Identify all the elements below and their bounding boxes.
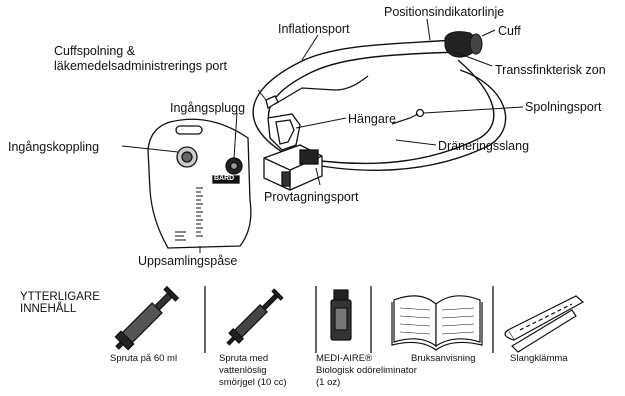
label-hangare: Hängare (348, 112, 396, 126)
label-cuffspolning-line2: läkemedelsadministrerings port (54, 59, 227, 73)
item-label-syringe-60ml: Spruta på 60 ml (110, 353, 177, 364)
additional-heading-line2: INNEHÅLL (20, 303, 76, 316)
label-provtagningsport: Provtagningsport (264, 190, 359, 204)
irrigation-port-shape (392, 110, 424, 125)
item-label-syringe-10cc-line2: vattenlöslig (219, 365, 267, 376)
syringe-60ml-shape (111, 286, 179, 354)
sampling-valve-block (264, 145, 322, 190)
instructions-book-shape (392, 296, 482, 350)
item-label-bruksanvisning: Bruksanvisning (411, 353, 475, 364)
label-cuff: Cuff (498, 24, 521, 38)
cuff-shape (445, 32, 482, 57)
bag-brand: BARD (214, 175, 234, 183)
label-ingangsplugg: Ingångsplugg (170, 101, 245, 115)
item-label-syringe-10cc-line1: Spruta med (219, 353, 268, 364)
item-label-slangklamma: Slangklämma (510, 353, 568, 364)
item-label-medi-aire-line2: Biologisk odöreliminator (316, 365, 417, 376)
item-label-syringe-10cc-line3: smörjgel (10 cc) (219, 377, 287, 388)
item-label-medi-aire-line3: (1 oz) (316, 377, 340, 388)
label-cuffspolning-line1: Cuffspolning & (54, 44, 135, 58)
label-draneringsslang: Dräneringsslang (438, 139, 529, 153)
item-label-medi-aire-line1: MEDI-AIRE® (316, 353, 372, 364)
label-ingangskoppling: Ingångskoppling (8, 140, 99, 154)
syringe-10cc-shape (223, 289, 283, 349)
additional-heading-line1: YTTERLIGARE (20, 291, 100, 304)
label-inflationsport: Inflationsport (278, 22, 350, 36)
odor-eliminator-bottle-shape (331, 290, 351, 340)
label-transsfinkterisk-zon: Transsfinkterisk zon (495, 63, 606, 77)
label-spolningsport: Spolningsport (525, 100, 601, 114)
label-uppsamlingspase: Uppsamlingspåse (138, 254, 237, 268)
tube-clamp-shape (505, 296, 583, 352)
label-positionsindikatorlinje: Positionsindikatorlinje (384, 5, 504, 19)
